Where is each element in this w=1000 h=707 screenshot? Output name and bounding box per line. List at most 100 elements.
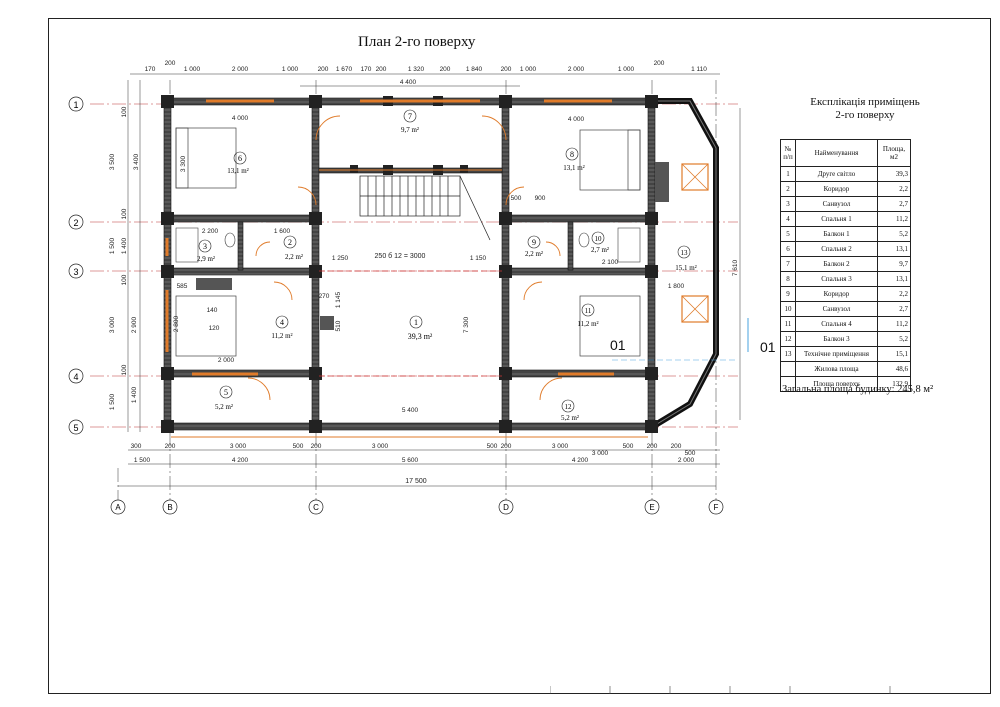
total-house-area: Загальна площа будинку: 245,8 м² [782,384,934,395]
axis-bubble-col-f: F [708,499,724,515]
svg-text:5,2 m²: 5,2 m² [561,414,579,422]
svg-text:4: 4 [73,372,78,382]
svg-text:1: 1 [73,100,78,110]
room-label-4: 4 11,2 m² [271,315,293,340]
svg-text:17 500: 17 500 [405,478,427,485]
svg-text:250 б 12 = 3000: 250 б 12 = 3000 [375,252,426,260]
axis-bubble-col-c: C [308,499,324,515]
svg-text:2: 2 [288,238,292,247]
axis-bubble-row-4: 4 [68,368,84,384]
svg-text:13: 13 [681,249,689,257]
svg-text:E: E [649,503,654,512]
left-dimension-chain [127,80,141,432]
svg-text:3 000: 3 000 [552,443,569,450]
svg-text:D: D [503,503,509,512]
svg-text:B: B [167,503,172,512]
room-label-12: 12 5,2 m² [561,399,579,422]
sheet-frame [48,18,991,694]
svg-text:140: 140 [207,307,218,314]
svg-text:3 000: 3 000 [372,443,389,450]
room-label-13: 13 15,1 m² [675,245,697,272]
section-line [319,270,502,377]
svg-text:1 500: 1 500 [109,393,116,410]
svg-text:1 670: 1 670 [336,66,353,73]
svg-text:11,2 m²: 11,2 m² [271,332,292,340]
svg-text:9: 9 [532,238,536,247]
axis-bubble-col-b: B [162,499,178,515]
svg-text:4 200: 4 200 [572,457,589,464]
svg-text:1 150: 1 150 [470,255,487,262]
svg-text:100: 100 [121,364,128,375]
svg-text:100: 100 [121,106,128,117]
svg-text:10: 10 [595,235,603,243]
staircase [359,175,491,241]
room-label-6: 6 13,1 m² [227,151,249,175]
svg-text:3 400: 3 400 [133,153,140,170]
log-crossings [161,95,658,433]
bottom-dimension-labels: 300 200 3 000 500 200 3 000 500 200 3 00… [131,443,696,485]
svg-text:500: 500 [685,450,696,457]
svg-text:9,7 m²: 9,7 m² [401,126,419,134]
svg-text:5: 5 [224,388,228,397]
svg-text:1 600: 1 600 [274,228,291,235]
room-label-5: 5 5,2 m² [215,385,233,411]
balcony-posts [350,96,468,175]
top-dimension-labels: 170 200 1 000 2 000 1 000 200 1 670 170 … [145,60,708,86]
svg-text:2 000: 2 000 [232,66,249,73]
page-title: План 2-го поверху [358,34,476,50]
bathroom-fixtures [175,227,641,263]
svg-text:15,1 m²: 15,1 m² [675,264,697,272]
chimneys [196,162,709,330]
svg-text:01: 01 [760,339,776,355]
svg-text:4 000: 4 000 [568,116,585,123]
svg-text:01: 01 [610,337,626,353]
axis-bubble-col-e: E [644,499,660,515]
room-label-3: 3 2,9 m² [197,239,215,263]
right-dimension: 7 610 [732,108,741,420]
svg-text:900: 900 [535,195,546,202]
svg-text:C: C [313,503,319,512]
svg-text:2 900: 2 900 [131,316,138,333]
room-label-9: 9 2,2 m² [525,235,543,258]
axis-bubble-row-1: 1 [68,96,84,112]
explication-title: Експлікація приміщень 2-го поверху [810,96,920,121]
svg-text:7 610: 7 610 [732,259,739,276]
svg-text:100: 100 [121,208,128,219]
svg-text:F: F [714,503,719,512]
section-mark: 01 01 [610,318,776,361]
svg-text:1 000: 1 000 [618,66,635,73]
svg-text:2 000: 2 000 [568,66,585,73]
svg-text:4 400: 4 400 [400,79,417,86]
room-label-2: 2 2,2 m² [283,235,303,261]
svg-text:1 840: 1 840 [466,66,483,73]
svg-text:200: 200 [165,443,176,450]
bottom-dimension-chain [118,449,720,487]
svg-text:A: A [115,503,121,512]
svg-text:5,2 m²: 5,2 m² [215,403,233,411]
svg-text:500: 500 [293,443,304,450]
left-dimension-labels: 100 3 500 3 400 100 1 500 1 400 100 3 00… [109,106,140,410]
axis-lines [90,103,738,428]
svg-text:4: 4 [280,318,284,327]
svg-text:13,1 m²: 13,1 m² [563,164,585,172]
svg-text:3 000: 3 000 [230,443,247,450]
room-label-1: 1 39,3 m² [408,315,433,341]
svg-text:200: 200 [671,443,682,450]
svg-text:1 500: 1 500 [109,237,116,254]
svg-text:200: 200 [647,443,658,450]
interior-dimension-labels: 4 000 3 300 2 200 1 600 1 250 1 150 5 40… [173,115,685,414]
svg-text:200: 200 [165,60,176,67]
svg-text:120: 120 [209,325,220,332]
svg-text:200: 200 [501,66,512,73]
svg-text:510: 510 [335,320,342,331]
